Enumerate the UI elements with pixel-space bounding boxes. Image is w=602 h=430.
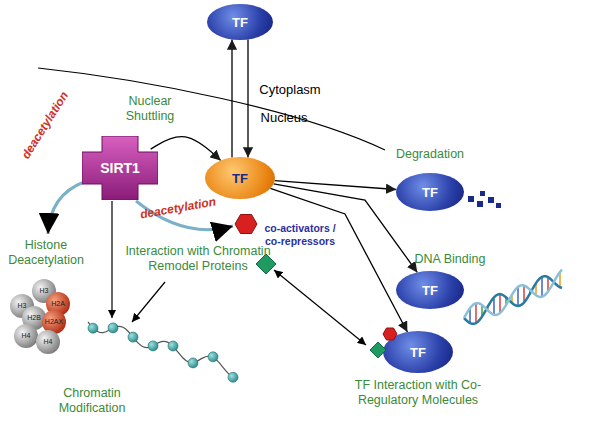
base-pair [499,294,501,313]
sirt1-cross [82,136,158,200]
coactivator-hexagon [383,328,397,340]
nucleosome-bead [188,358,198,368]
connector-arrow [270,188,407,332]
tf-ellipse: TF [207,4,273,40]
sirt1-shape: SIRT1 [82,136,158,200]
degradation-fragments [468,191,501,208]
tf-ellipse: TF [396,271,464,309]
nucleosome-bead [228,372,238,382]
nucleosome-bead [128,332,138,342]
annotation-label: Cytoplasm [245,82,335,98]
tf-ellipse: TF [383,331,453,373]
node-label: TF [232,15,248,30]
annotation-label: Interaction with Chromatin Remodel Prote… [118,244,278,274]
histone-label: H4 [14,332,38,339]
annotation-label: Nuclear Shuttling [108,94,192,124]
fragment [488,197,494,203]
histone-sphere [14,324,38,348]
nucleosome-bead [208,352,218,362]
nuclear-membrane [38,68,385,150]
histone-label: H3 [10,302,34,309]
annotation-label: Nucleus [244,110,324,126]
dna-helix [464,270,562,324]
node-label: TF [410,345,426,360]
deacetylation-arrow [48,182,84,234]
base-pair [541,277,543,297]
histone-label: H2A [46,300,70,307]
tf-ellipse: TF [205,157,275,199]
tf-ellipse: TF [396,173,464,211]
binding-arrow [274,270,366,345]
annotation-label: TF Interaction with Co-Regulatory Molecu… [332,378,504,408]
fragment [480,191,485,196]
annotation-label: deacetylation [128,192,229,224]
histone-label: H3 [32,287,56,294]
node-label: TF [422,185,438,200]
chromatin-strand [88,322,238,378]
annotation-label: Histone Deacetylation [2,238,90,268]
annotation-label: Degradation [380,147,480,162]
annotation-label: Chromatin Modification [37,386,147,416]
histone-sphere [36,330,60,354]
histone-label: H4 [36,338,60,345]
base-pair [517,287,519,306]
annotation-label: co-activators / co-repressors [257,222,343,247]
fragment [477,201,483,207]
chromatin-fiber [88,322,238,382]
connector-arrow [231,39,232,157]
connector-arrow [151,137,221,161]
node-label: TF [232,171,248,186]
connector-arrow [247,39,248,157]
node-label: SIRT1 [100,160,140,176]
annotation-label: DNA Binding [405,252,495,267]
nucleosome-bead [108,323,118,333]
nucleosome-bead [168,341,178,351]
dna-strand [464,270,562,318]
connector-arrow [275,181,397,190]
dna-strand [464,276,562,324]
fragment [496,203,501,208]
histone-label: H2AX [42,318,66,325]
fragment [468,196,474,202]
coactivator-hexagon [235,215,257,234]
annotation-label: deacetylation [12,79,77,171]
nucleosome-bead [88,323,98,333]
histone-label: H2B [22,314,46,321]
corepressor-diamond [370,342,386,358]
nucleosome-bead [148,341,158,351]
base-pair [475,303,477,323]
interaction-arrow [132,282,165,322]
node-label: TF [422,283,438,298]
interaction-arrow [111,201,112,318]
histone-octamer [10,279,70,354]
